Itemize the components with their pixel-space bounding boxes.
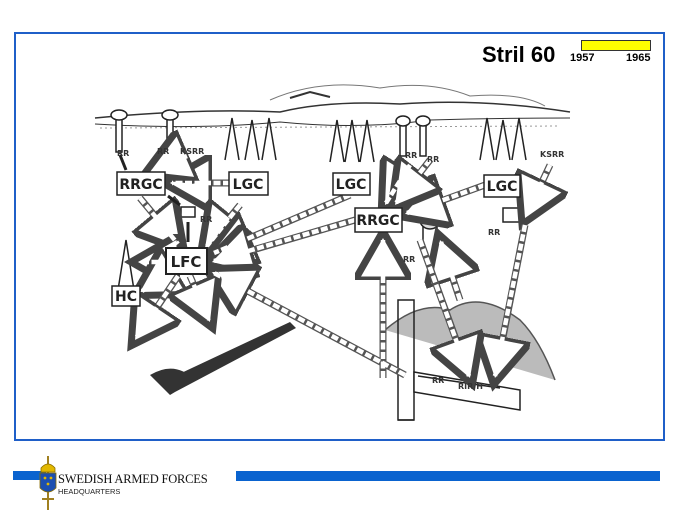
label-rirh: RIR/H — [458, 382, 483, 391]
data-links-inner — [134, 153, 553, 378]
landscape-sketch — [94, 84, 571, 129]
node-label: RRGC — [356, 213, 399, 229]
label-rr: RR — [117, 149, 129, 158]
label-rr: RR — [427, 155, 439, 164]
node-label: LFC — [171, 253, 202, 271]
armed-forces-crest-logo — [39, 456, 57, 510]
airfield-runway — [150, 322, 296, 395]
slide-title: Stril 60 — [482, 42, 556, 67]
node-label: LGC — [336, 177, 367, 193]
solid-arrows — [118, 154, 190, 242]
node-lfc: LFC — [165, 247, 208, 275]
label-rr: RR — [403, 255, 415, 264]
organization-name: SWEDISH ARMED FORCES — [58, 472, 208, 486]
slide-frame — [14, 32, 665, 441]
label-rr: RR — [157, 147, 169, 156]
node-rrgc-left: RRGC — [116, 171, 166, 196]
label-ksrr: KSRR — [540, 150, 564, 159]
footer-accent-bar-left — [13, 471, 46, 480]
label-rr: RR — [405, 151, 417, 160]
label-rr: RR — [200, 215, 212, 224]
node-label: LGC — [487, 179, 518, 195]
footer-accent-bar-right — [236, 471, 660, 481]
organization-unit: HEADQUARTERS — [58, 487, 121, 496]
label-rr: RR — [488, 228, 500, 237]
timeline-start-year: 1957 — [570, 52, 595, 64]
node-label: RRGC — [119, 177, 162, 193]
bunker-sketch — [384, 299, 556, 421]
timeline-end-year: 1965 — [626, 52, 651, 64]
node-rrgc-right: RRGC — [354, 207, 403, 233]
node-lgc-mid: LGC — [332, 172, 371, 196]
node-label: HC — [115, 289, 137, 305]
label-rr: RR — [432, 376, 444, 385]
timeline-bar — [581, 40, 651, 51]
label-ksrr: KSRR — [180, 147, 204, 156]
node-lgc-left: LGC — [228, 171, 269, 196]
node-lgc-right: LGC — [483, 174, 521, 198]
node-hc: HC — [111, 285, 141, 307]
node-label: LGC — [233, 177, 264, 193]
